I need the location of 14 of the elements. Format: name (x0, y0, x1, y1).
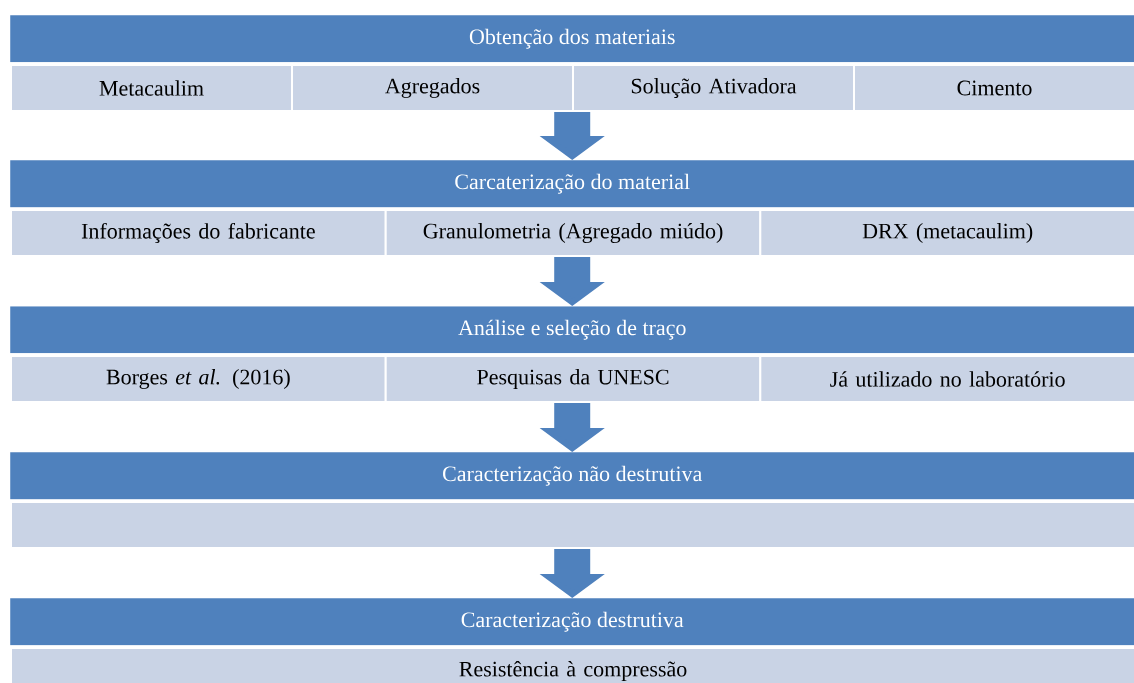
process-box: DRX (metacaulim) (759, 209, 1134, 257)
node-label: Cimento (957, 80, 1032, 96)
process-box: Resistência à compressão (10, 647, 1134, 683)
process-box: Informações do fabricante (10, 209, 387, 257)
stage-band: Obtenção dos materiais (10, 15, 1134, 63)
process-box: Solução Ativadora (572, 64, 855, 112)
process-box: Já utilizado no laboratório (759, 355, 1134, 403)
process-box: Cimento (853, 64, 1134, 112)
process-box: Pesquisas da UNESC (384, 355, 762, 403)
process-box: Metacaulim (10, 64, 293, 112)
process-box: Agregados (291, 64, 574, 112)
process-box (10, 501, 1134, 549)
process-box: Borges et al. (2016) (10, 355, 387, 403)
process-box: Granulometria (Agregado miúdo) (384, 209, 762, 257)
